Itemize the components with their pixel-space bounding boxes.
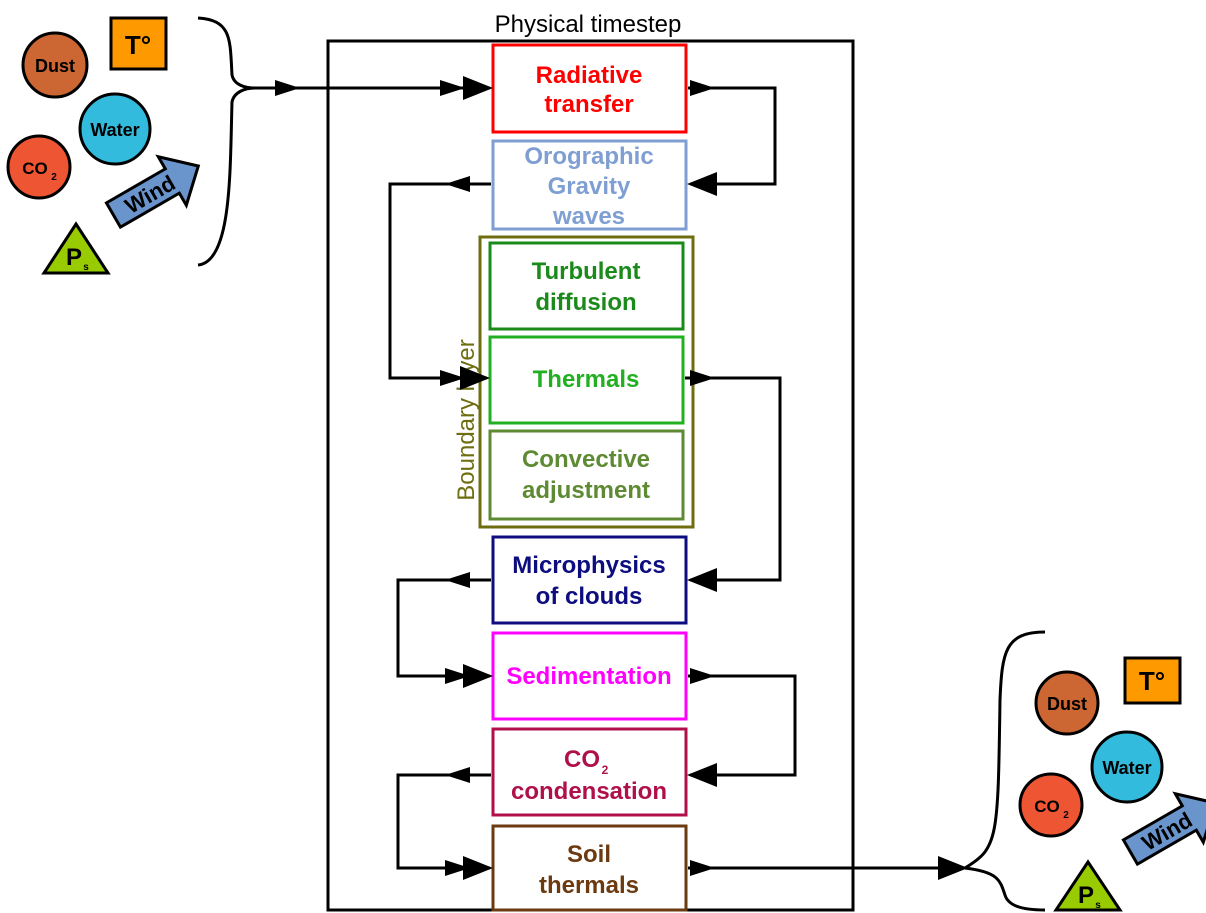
page-title: Physical timestep (495, 11, 682, 38)
wind-variable-out: Wind (1121, 791, 1206, 867)
co2cond-label-sub: 2 (602, 763, 609, 777)
arrow-bl-to-micro (685, 376, 782, 592)
convective-adjustment-box: Convective adjustment (488, 429, 685, 521)
boundary-layer-label: Boundary layer (453, 339, 480, 500)
arrow-micro-to-sed (396, 578, 493, 688)
soil-thermals-box: Soil thermals (491, 824, 688, 912)
output-brace (960, 630, 1046, 912)
water-variable: Water (78, 92, 152, 166)
co2-label-main: CO (22, 159, 48, 178)
temperature-variable-out: T° (1123, 656, 1182, 705)
arrow-sed-to-co2 (687, 674, 797, 787)
input-brace (197, 16, 256, 267)
temperature-label: T° (125, 30, 151, 60)
orographic-label-1: Orographic (524, 143, 653, 170)
output-variables: Dust T° Water CO 2 Wind P s (1018, 656, 1206, 912)
sedimentation-label: Sedimentation (506, 663, 671, 690)
radiative-transfer-box: Radiative transfer (491, 43, 688, 134)
ps-out-label-main: P (1078, 882, 1094, 909)
ps-label-sub: s (83, 262, 89, 273)
co2-variable: CO 2 (6, 134, 72, 200)
water-variable-out: Water (1090, 730, 1164, 804)
microphysics-box: Microphysics of clouds (491, 535, 688, 625)
dust-label: Dust (35, 56, 75, 76)
temperature-variable: T° (109, 16, 168, 71)
soil-label-1: Soil (567, 841, 611, 868)
turbulent-diffusion-box: Turbulent diffusion (488, 241, 685, 331)
co2-out-label-main: CO (1034, 797, 1060, 816)
input-variables: Dust T° Water CO 2 Wind P s (6, 16, 201, 275)
dust-out-label: Dust (1047, 694, 1087, 714)
thermals-box: Thermals (488, 335, 685, 425)
orographic-label-2: Gravity (548, 173, 631, 200)
ps-label-main: P (66, 244, 82, 271)
sedimentation-box: Sedimentation (491, 631, 688, 721)
water-out-label: Water (1102, 758, 1151, 778)
co2-label-sub: 2 (51, 172, 57, 183)
turbulent-label-1: Turbulent (532, 258, 641, 285)
arrow-co2-to-soil (396, 773, 493, 880)
wind-out-arrow-icon (1121, 791, 1206, 867)
co2cond-label-2: condensation (511, 778, 667, 805)
microphysics-label-1: Microphysics (512, 552, 665, 579)
co2-variable-out: CO 2 (1018, 772, 1084, 838)
convective-label-2: adjustment (522, 477, 650, 504)
pressure-variable-out: P s (1053, 859, 1123, 912)
pressure-variable: P s (41, 221, 111, 275)
dust-variable-out: Dust (1034, 670, 1100, 736)
orographic-gravity-waves-box: Orographic Gravity waves (491, 139, 688, 231)
dust-variable: Dust (21, 31, 89, 99)
co2-out-label-sub: 2 (1063, 810, 1069, 821)
microphysics-label-2: of clouds (536, 583, 643, 610)
wind-arrow-icon (104, 154, 201, 230)
water-label: Water (90, 120, 139, 140)
co2cond-label-main: CO (564, 746, 600, 773)
ps-out-label-sub: s (1095, 900, 1101, 911)
soil-label-2: thermals (539, 872, 639, 899)
temperature-out-label: T° (1139, 666, 1165, 696)
arrow-oro-to-bl (388, 182, 491, 390)
radiative-label-2: transfer (544, 91, 633, 118)
turbulent-label-2: diffusion (535, 289, 636, 316)
thermals-label: Thermals (533, 366, 640, 393)
radiative-label-1: Radiative (536, 62, 643, 89)
co2-condensation-box: CO 2 condensation (491, 727, 688, 817)
orographic-label-3: waves (552, 203, 625, 230)
arrow-rad-to-oro (687, 86, 777, 196)
mid-arrowheads (275, 80, 715, 876)
convective-label-1: Convective (522, 446, 650, 473)
